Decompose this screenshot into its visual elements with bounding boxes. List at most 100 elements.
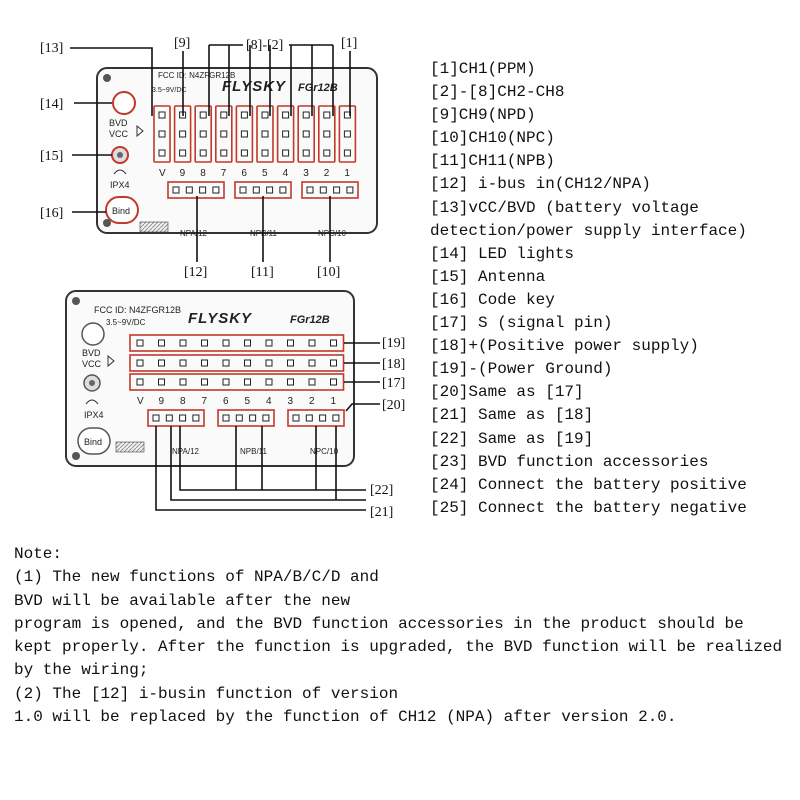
pin-row-outline [129,334,345,352]
legend-item: [21] Same as [18] [430,406,594,425]
pin [158,339,165,347]
legend-item: [18]+(Positive power supply) [430,337,699,356]
note-line: kept properly. After the function is upg… [14,638,792,680]
channel-number-label: 1 [331,396,337,407]
port-pin [333,186,341,194]
pin [287,359,294,367]
callout-15: [15] [40,149,63,164]
channel-column-outline [297,105,316,163]
port-group-outline [147,409,205,427]
legend-item: [14] LED lights [430,244,575,263]
port-pin [252,186,260,194]
pin [179,149,187,157]
port-pin [346,186,354,194]
top-bind-button[interactable] [105,196,139,224]
note-block: Note: (1) The new functions of NPA/B/C/D… [14,543,794,729]
pin [282,149,290,157]
channel-number-label: 5 [245,396,251,407]
legend-item: [2]-[8]CH2-CH8 [430,83,565,102]
callout-14: [14] [40,97,63,112]
pin [201,359,208,367]
note-line: 1.0 will be replaced by the function of … [14,708,677,727]
legend-item: [25] Connect the battery negative [430,498,747,517]
channel-column-outline [215,105,233,163]
port-pin [239,186,247,194]
port-pin [262,414,270,422]
pin [330,339,337,347]
pin [222,339,230,347]
port-pin [199,186,207,194]
bottom-bind-label: Bind [84,437,102,447]
bottom-bind-button[interactable] [77,427,111,455]
legend-item: [22] Same as [19] [430,429,594,448]
bottom-logo-icon [115,441,145,453]
bottom-led-light [81,322,105,346]
channel-column-outline [338,105,357,163]
port-pin [249,414,257,422]
channel-number-label: 8 [200,168,206,179]
pin-row-outline [129,373,345,391]
pin [323,111,331,119]
bottom-vcc: VCC [82,359,102,369]
pin [244,378,251,386]
pin [220,149,228,157]
port-pin [235,414,243,422]
pin [323,149,331,157]
channel-number-label: 6 [241,168,247,179]
pin [136,378,144,386]
note-title: Note: [14,545,63,563]
top-receiver: FCC ID: N4ZFGR12B 3.5~9V/DC FLYSKY FGr12… [96,67,378,238]
bottom-model: FGr12B [290,314,330,326]
channel-column-outline [194,105,212,163]
top-leaders [70,44,351,262]
pin [261,149,269,157]
channel-number-label: V [159,168,166,179]
top-led-light [112,91,136,115]
port-pin [332,414,340,422]
pin [158,130,166,138]
pin [222,378,230,386]
pin [244,339,251,347]
port-pin [172,186,180,194]
port-pin [179,414,187,422]
callout-12: [12] [184,265,207,280]
legend-item: [13]vCC/BVD (battery voltage detection/p… [430,198,747,240]
legend-item: [16] Code key [430,290,555,309]
port-pin [279,186,287,194]
pin [330,359,337,367]
pin [199,111,207,119]
top-bind-label: Bind [112,206,130,216]
pin [179,339,187,347]
pin [302,111,310,119]
callout-9: [9] [174,36,190,51]
pin [287,339,294,347]
port-group-outline [167,181,225,199]
note-line: (2) The [12] i-busin function of version [14,684,399,703]
port-group-outline [217,409,275,427]
bottom-bvd: BVD [82,348,101,358]
pin [220,111,228,119]
note-line: program is opened, and the BVD function … [14,614,744,633]
bottom-port-npb: NPB/11 [240,447,268,456]
note-line: BVD will be available after the new [14,591,351,610]
channel-number-label: 1 [344,168,350,179]
top-logo-icon [139,221,169,233]
legend-item: [1]CH1(PPM) [430,60,536,78]
channel-column-outline [276,105,295,163]
bottom-fcc: FCC ID: N4ZFGR12B [94,305,181,315]
top-ipx4: IPX4 [110,180,130,190]
port-pin [305,414,313,422]
bottom-port-npa: NPA/12 [172,447,200,456]
bottom-brand: FLYSKY [188,310,253,327]
channel-number-label: 7 [202,396,208,407]
port-pin [306,186,314,194]
legend-item: [15] Antenna [430,267,546,286]
pin [158,111,166,119]
bottom-receiver: FCC ID: N4ZFGR12B 3.5~9V/DC FLYSKY FGr12… [65,290,355,467]
port-pin [222,414,230,422]
pin [343,149,351,157]
pin [265,339,273,347]
pin [330,378,337,386]
legend-list: [1]CH1(PPM) [2]-[8]CH2-CH8 [9]CH9(NPD) [… [430,58,795,520]
